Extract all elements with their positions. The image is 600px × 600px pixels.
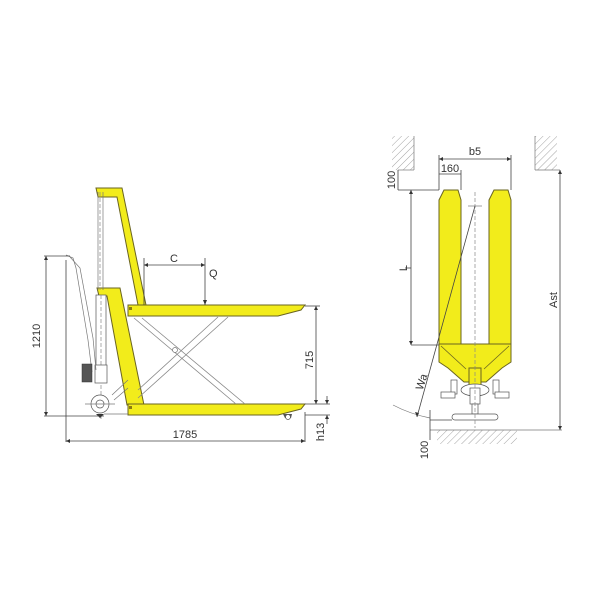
base-fork: [127, 403, 307, 416]
label-aisle-width: Ast: [548, 292, 560, 308]
label-lowered-height: h13: [315, 423, 327, 441]
dimension-ast: Ast: [548, 170, 562, 430]
label-overall-length: 1785: [173, 429, 197, 441]
label-fork-length: L: [398, 265, 410, 271]
label-top-clearance: 100: [386, 171, 398, 189]
label-turning-radius: Wa: [414, 372, 431, 392]
label-bottom-clearance: 100: [419, 441, 431, 459]
handle: [65, 254, 97, 383]
bolt: [129, 307, 132, 310]
dimension-load-center: C Q: [143, 253, 218, 305]
dimension-l: L: [398, 190, 439, 346]
wall-bottom: [437, 430, 517, 444]
label-load-center: C: [170, 253, 178, 265]
dimension-wa: Wa: [392, 205, 476, 419]
label-lift-height: 715: [304, 351, 316, 369]
raised-fork-platform: [127, 304, 307, 317]
bolt: [129, 406, 132, 409]
label-load: Q: [209, 268, 218, 280]
dimension-715: 715: [304, 305, 330, 405]
dimension-h13: h13: [305, 396, 330, 441]
label-overall-width: b5: [469, 146, 481, 158]
top-view: Wa b5 160 100: [386, 136, 562, 459]
right-fork: [488, 189, 512, 346]
side-view: 1210 1785 715 h13: [31, 187, 330, 443]
dimension-100-bottom: 100: [419, 410, 452, 459]
hydraulic-cylinder: [94, 192, 108, 420]
label-overall-height: 1210: [31, 324, 43, 348]
scissor-mechanism: [133, 316, 246, 405]
label-fork-width: 160: [441, 163, 459, 175]
wall-right: [535, 136, 557, 170]
dimension-1785: 1785: [65, 260, 306, 443]
steer-wheel: [85, 379, 129, 418]
load-roller: [283, 414, 292, 420]
upper-upright: [95, 187, 147, 306]
dimension-1210: 1210: [31, 255, 104, 417]
dimension-160: 160: [439, 163, 462, 190]
wall-left: [392, 136, 414, 170]
dimension-b5: b5: [438, 146, 512, 190]
dimension-100-top: 100: [386, 170, 439, 191]
